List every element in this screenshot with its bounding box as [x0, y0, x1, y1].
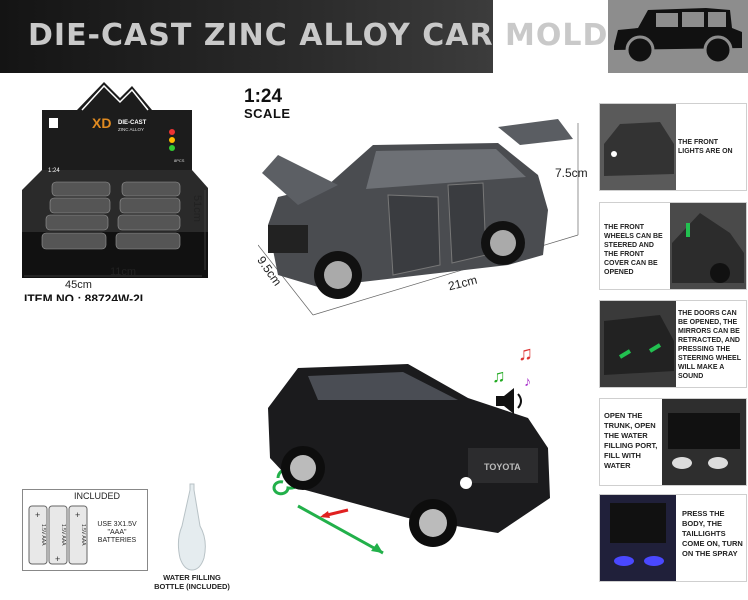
batteries-usage: USE 3X1.5V "AAA" BATTERIES — [97, 521, 137, 544]
header-banner — [0, 0, 493, 73]
water-bottle-image — [172, 482, 212, 572]
svg-text:+: + — [55, 554, 60, 564]
feature-trunk-water: OPEN THE TRUNK, OPEN THE WATER FILLING P… — [599, 398, 747, 486]
feature-doors-sound: THE DOORS CAN BE OPENED, THE MIRRORS CAN… — [599, 300, 747, 388]
feature-doors-sound-image — [600, 301, 676, 387]
display-box-image: XD DIE-CAST ZINC ALLOY 1:24 8PCS — [22, 80, 208, 278]
jeep-thumbnail — [608, 0, 748, 73]
feature-taillights-spray: PRESS THE BODY, THE TAILLIGHTS COME ON, … — [599, 494, 747, 582]
svg-text:+: + — [35, 510, 40, 520]
batteries-box: + + + 1.5V AAA 1.5V AAA 1.5V AAA — [22, 489, 148, 571]
feature-text: PRESS THE BODY, THE TAILLIGHTS COME ON, … — [682, 509, 743, 558]
header-title: DIE-CAST ZINC ALLOY CAR MOLD — [28, 18, 609, 53]
battery-cell-label: 1.5V AAA — [60, 524, 66, 546]
feature-taillights-spray-image — [600, 495, 676, 581]
item-number: ITEM NO.: 88724W-2L — [24, 292, 148, 306]
dimension-height: 7.5cm — [555, 166, 588, 180]
box-dimension-width: 45cm — [65, 279, 92, 291]
box-dimension-height: 11cm — [110, 266, 137, 278]
bottom-car-image: TOYOTA — [258, 338, 590, 568]
box-logo-sub: DIE-CAST — [118, 120, 147, 126]
box-logo-sub2: ZINC ALLOY — [118, 127, 144, 132]
feature-steer-hood-image — [670, 203, 746, 289]
music-note-icon: ♫ — [492, 366, 506, 386]
box-front-scale: 1:24 — [48, 168, 60, 174]
sound-icons: ♫ ♫ ♪ — [490, 338, 540, 418]
battery-cell-label: 1.5V AAA — [80, 524, 86, 546]
scale-label: SCALE — [244, 106, 291, 121]
feature-text: THE FRONT WHEELS CAN BE STEERED AND THE … — [604, 224, 663, 276]
feature-steer-hood: THE FRONT WHEELS CAN BE STEERED AND THE … — [599, 202, 747, 290]
feature-trunk-water-image — [662, 399, 746, 485]
box-front-count: 8PCS — [174, 158, 185, 163]
svg-text:+: + — [75, 510, 80, 520]
battery-icon — [28, 505, 88, 565]
main-car-image — [257, 115, 588, 320]
feature-front-lights-image — [600, 104, 676, 190]
music-note-icon: ♫ — [518, 343, 533, 365]
speaker-icon — [496, 388, 514, 414]
feature-text: THE FRONT LIGHTS ARE ON — [678, 139, 733, 155]
car-badge: TOYOTA — [484, 462, 521, 472]
feature-text: THE DOORS CAN BE OPENED, THE MIRRORS CAN… — [678, 310, 741, 380]
batteries-title: INCLUDED — [74, 491, 121, 501]
feature-front-lights: THE FRONT LIGHTS ARE ON — [599, 103, 747, 191]
water-bottle-label: WATER FILLING BOTTLE (INCLUDED) — [154, 573, 230, 591]
music-note-icon: ♪ — [524, 373, 531, 389]
box-dimension-depth: 51cm — [191, 195, 203, 222]
box-logo: XD — [92, 115, 111, 131]
feature-text: OPEN THE TRUNK, OPEN THE WATER FILLING P… — [604, 411, 658, 470]
scale-ratio: 1:24 — [244, 86, 283, 107]
battery-cell-label: 1.5V AAA — [40, 524, 46, 546]
